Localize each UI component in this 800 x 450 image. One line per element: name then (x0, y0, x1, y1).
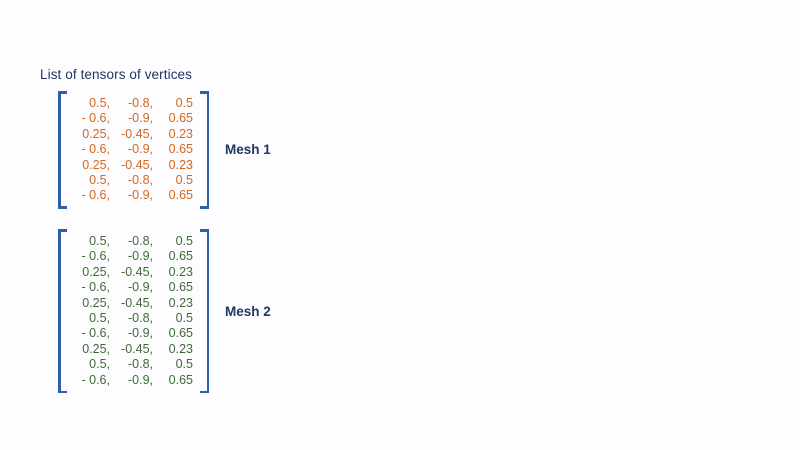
matrix-row: - 0.6, -0.9, 0.65 (74, 188, 194, 203)
bracket-serif-bottom (200, 390, 209, 394)
matrix-cell: 0.65 (168, 372, 193, 387)
matrix-row: 0.5, -0.8, 0.5 (74, 173, 193, 188)
bracket-serif-top (58, 229, 67, 232)
mesh-label-1: Mesh 1 (225, 142, 271, 158)
matrix-cell: -0.45, (121, 341, 153, 356)
matrix-cell: -0.45, (121, 295, 153, 310)
bracket-serif-bottom (58, 390, 67, 394)
matrix-cell: 0.5 (175, 173, 193, 188)
bracket-serif-top (200, 91, 209, 94)
matrix-cell: -0.8, (127, 173, 153, 188)
matrix-row: 0.25, -0.45, 0.23 (74, 265, 193, 280)
matrix-cell: 0.23 (168, 295, 193, 310)
matrix-cell: 0.5, (89, 311, 110, 326)
matrix-cell: 0.25, (82, 264, 110, 279)
matrix-cell: - 0.6, (81, 111, 111, 126)
matrix-cell: 0.65 (168, 280, 193, 295)
matrix-cell: -0.9, (127, 188, 153, 203)
matrix-row: 0.25, -0.45, 0.23 (74, 127, 193, 142)
matrix-cell: -0.9, (127, 142, 153, 157)
matrix-cell: -0.9, (127, 372, 153, 387)
matrix-cell: 0.65 (168, 188, 193, 203)
matrix-cell: - 0.6, (81, 280, 111, 295)
matrix-cell: 0.5 (175, 357, 193, 372)
matrix-row: 0.5, -0.8, 0.5 (74, 357, 193, 372)
matrix-cell: -0.9, (127, 249, 153, 264)
matrix-row: - 0.6, -0.9, 0.65 (74, 326, 194, 341)
matrix-cell: 0.5, (89, 96, 110, 110)
matrix-cell: -0.8, (127, 234, 153, 248)
matrix-cell: -0.45, (121, 264, 153, 279)
matrix-cell: - 0.6, (81, 326, 111, 341)
matrix-cell: -0.45, (121, 157, 153, 172)
matrix-cell: - 0.6, (81, 188, 111, 203)
matrix-cell: 0.23 (168, 341, 193, 356)
matrix-cell: -0.45, (121, 126, 153, 141)
matrix-cell: -0.8, (127, 357, 153, 372)
matrix-row: - 0.6, -0.9, 0.65 (74, 111, 194, 126)
matrix-cell: 0.65 (168, 111, 193, 126)
matrix-cell: 0.5 (175, 311, 193, 326)
bracket-serif-top (200, 229, 209, 232)
bracket-serif-bottom (58, 206, 67, 209)
matrix-cell: 0.25, (82, 157, 110, 172)
matrix-cell: -0.9, (127, 326, 153, 341)
matrix-cell: - 0.6, (81, 142, 111, 157)
bracket-serif-bottom (200, 206, 209, 209)
bracket-serif-top (58, 91, 67, 94)
matrix-bracket-left-icon (58, 91, 68, 209)
matrix-row: 0.5, -0.8, 0.5 (74, 234, 193, 249)
page-title: List of tensors of vertices (40, 67, 193, 82)
matrix-row: 0.25, -0.45, 0.23 (74, 158, 193, 173)
matrix-row: - 0.6, -0.9, 0.65 (74, 372, 194, 388)
matrix-row: 0.25, -0.45, 0.23 (74, 342, 193, 357)
matrix-bracket-right-icon (199, 91, 209, 209)
matrix-cell: 0.5, (89, 234, 110, 248)
matrix-cell: -0.9, (127, 280, 153, 295)
mesh-label-2: Mesh 2 (225, 303, 271, 319)
matrix-bracket-right-icon (199, 229, 209, 394)
matrix-bracket-left-icon (58, 229, 68, 394)
matrix-cell: 0.25, (82, 295, 110, 310)
matrix-cell: 0.65 (168, 326, 193, 341)
matrix-cell: 0.65 (168, 142, 193, 157)
matrix-row: - 0.6, -0.9, 0.65 (74, 280, 194, 295)
matrix-cell: 0.5, (89, 357, 110, 372)
matrix-row: - 0.6, -0.9, 0.65 (74, 142, 194, 157)
matrix-cell: -0.8, (127, 96, 153, 110)
matrix-row: 0.5, -0.8, 0.5 (74, 311, 193, 326)
matrix-cell: 0.23 (168, 126, 193, 141)
matrix-cell: 0.5 (175, 96, 193, 110)
matrix-cell: -0.8, (127, 311, 153, 326)
matrix-cell: 0.65 (168, 249, 193, 264)
matrix-cell: -0.9, (127, 111, 153, 126)
matrix-cell: 0.25, (82, 126, 110, 141)
matrix-row: 0.25, -0.45, 0.23 (74, 296, 193, 311)
matrix-cell: - 0.6, (81, 372, 111, 387)
matrix-cell: - 0.6, (81, 249, 111, 264)
matrix-cell: 0.5 (175, 234, 193, 248)
matrix-cell: 0.5, (89, 173, 110, 188)
matrix-row: - 0.6, -0.9, 0.65 (74, 249, 194, 264)
matrix-cell: 0.23 (168, 157, 193, 172)
matrix-cell: 0.23 (168, 264, 193, 279)
matrix-row: 0.5, -0.8, 0.5 (74, 96, 193, 111)
matrix-cell: 0.25, (82, 341, 110, 356)
